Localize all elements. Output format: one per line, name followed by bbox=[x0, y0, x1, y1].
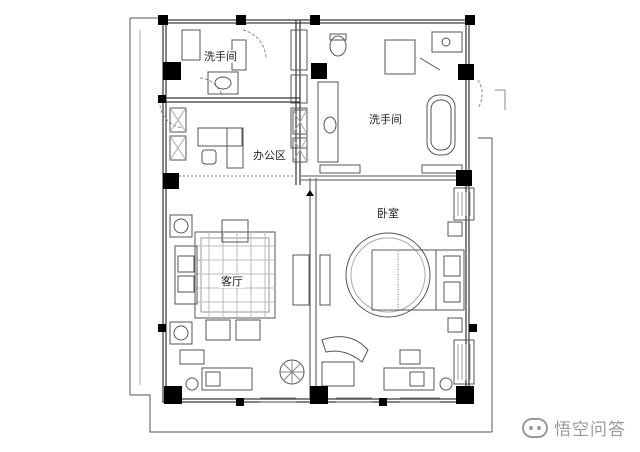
room-label-bedroom: 卧室 bbox=[375, 207, 401, 220]
bedroom-furniture bbox=[179, 187, 475, 391]
room-label-washroom-top-left: 洗手间 bbox=[202, 50, 239, 63]
washroom-master-fixtures bbox=[290, 29, 463, 174]
dialog-bubble-icon bbox=[522, 417, 548, 438]
office-furniture bbox=[169, 107, 308, 169]
watermark: 悟空问答 bbox=[522, 415, 626, 440]
watermark-text: 悟空问答 bbox=[554, 420, 626, 440]
room-label-office: 办公区 bbox=[251, 149, 288, 162]
room-label-living-room: 客厅 bbox=[219, 275, 245, 288]
washroom-top-left-fixtures bbox=[181, 29, 247, 95]
window-details bbox=[260, 397, 440, 403]
exterior-boundary bbox=[129, 17, 506, 433]
structural-columns bbox=[158, 15, 477, 406]
room-label-washroom-master: 洗手间 bbox=[367, 113, 404, 126]
